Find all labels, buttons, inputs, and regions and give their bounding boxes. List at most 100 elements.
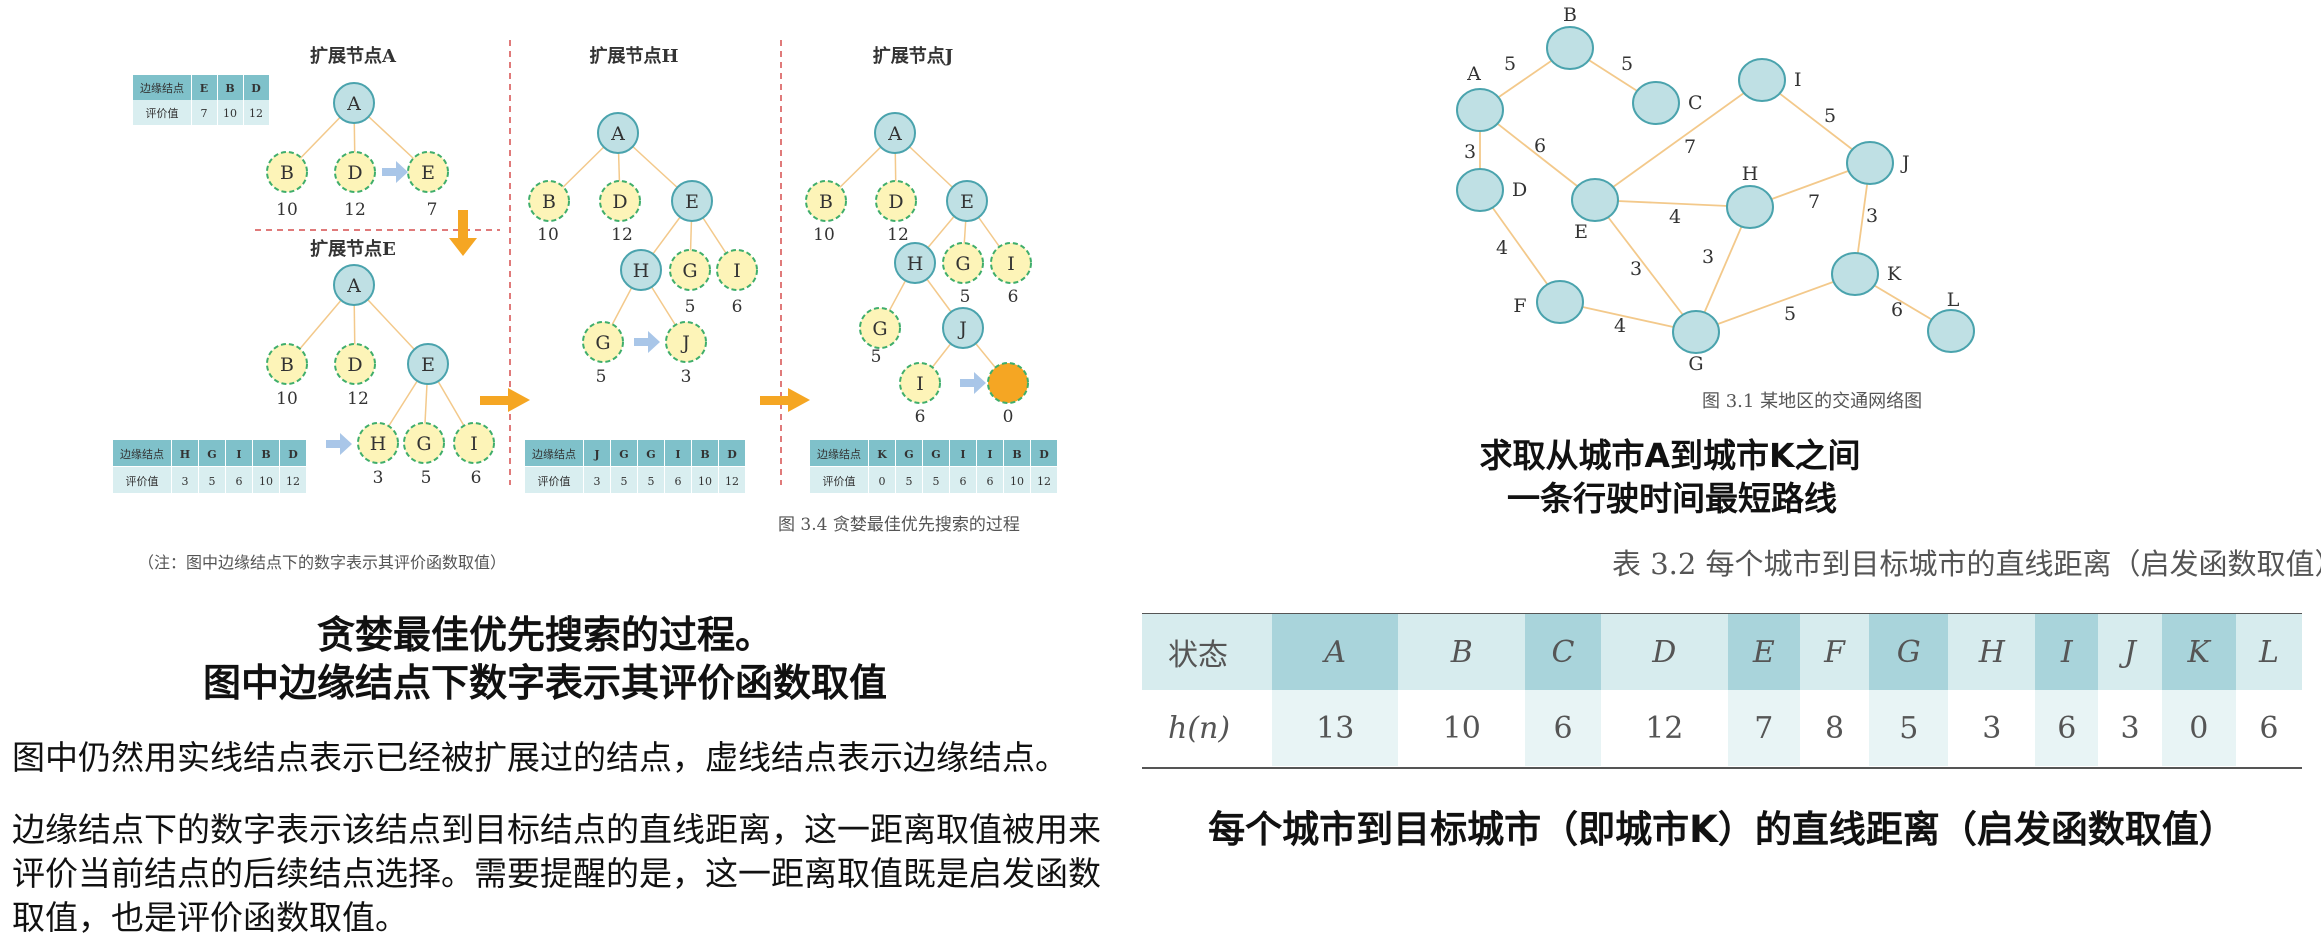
table-row-label: 评价值 [146,107,179,120]
svg-text:A: A [887,123,902,145]
fringe-node-label: J [593,448,599,461]
map-edge [1594,199,1751,208]
svg-text:B: B [280,354,294,376]
h-value-cell: 8 [1800,690,1870,766]
svg-text:0: 0 [1003,407,1014,427]
table-cell [869,467,895,493]
svg-text:12: 12 [347,389,369,409]
svg-text:E: E [960,191,974,213]
table-cell [950,440,976,466]
city-label: A [1466,63,1481,85]
svg-text:10: 10 [276,200,298,220]
city-header-cell: H [1948,614,2036,690]
svg-text:B: B [819,191,833,213]
tree-node: G5 [942,242,984,307]
table-row-label: 评价值 [823,475,856,488]
fringe-node-value: 5 [906,475,913,488]
city-label: F [1513,295,1526,317]
svg-text:D: D [347,162,362,184]
tree-node: E [946,180,988,222]
map-edge [1479,109,1596,201]
svg-text:7: 7 [201,107,208,120]
tree-node: D12 [875,180,917,245]
tree-node: A [333,264,375,306]
edge-weight: 3 [1702,246,1714,268]
fringe-node-label: K [877,448,887,461]
fringe-node-label: B [1012,448,1021,461]
fringe-node-value: 10 [698,475,712,488]
svg-text:A: A [346,275,361,297]
tree-node: G5 [669,249,711,317]
table-cell [923,467,949,493]
edge-weight: 4 [1669,206,1681,228]
svg-text:H: H [907,253,924,275]
table-header-label: 边缘结点 [140,82,184,95]
city-header-cell: K [2161,614,2236,690]
table-cell [638,467,664,493]
fringe-node-label: D [727,448,737,461]
city-header-cell: L [2235,614,2302,690]
svg-text:5: 5 [596,367,607,387]
svg-text:E: E [200,82,208,95]
table-cell [280,467,306,493]
svg-text:G: G [682,260,697,282]
table-cell [896,467,922,493]
fringe-node-label: B [700,448,709,461]
tree-node: I6 [990,242,1032,307]
question-line-1: 求取从城市A到城市K之间 [1479,436,1860,475]
fringe-node-value: 5 [648,475,655,488]
orange-down-arrow [449,210,477,256]
svg-text:A: A [346,93,361,115]
table-cell [719,440,745,466]
select-arrow [634,331,660,353]
edge-weight: 5 [1621,53,1633,75]
fringe-node-label: G [646,448,655,461]
tree-node: D12 [334,343,376,409]
stage-title-h: 扩展节点H [589,45,678,67]
svg-text:12: 12 [344,200,366,220]
svg-text:6: 6 [1008,287,1019,307]
edge-weight: 5 [1504,53,1516,75]
table-cell [172,467,198,493]
fringe-node-value: 3 [182,475,189,488]
table-cell [611,467,637,493]
tree-node: B10 [805,180,847,245]
tree-node: E7 [407,151,449,220]
table-cell [638,440,664,466]
table-cell [692,467,718,493]
h-value-cell: 0 [2161,690,2236,766]
city-node [1632,81,1680,125]
edge-weight: 4 [1614,315,1626,337]
fringe-node-value: 0 [879,475,886,488]
h-value-cell: 13 [1272,690,1399,766]
fringe-node-label: I [960,448,965,461]
city-header-cell: D [1601,614,1728,690]
tree-node: H3 [357,422,399,488]
city-label: G [1688,353,1703,375]
table-cell [1004,440,1030,466]
svg-text:J: J [680,332,690,354]
edge-weight: 3 [1630,258,1642,280]
svg-text:I: I [733,260,741,282]
city-node [1726,185,1774,229]
map-edge [1695,273,1856,333]
svg-text:6: 6 [732,297,743,317]
fringe-node-label: G [931,448,940,461]
svg-text:D: D [888,191,903,213]
svg-text:G: G [872,318,887,340]
city-node [1546,26,1594,70]
svg-text:B: B [542,191,556,213]
svg-text:10: 10 [223,107,237,120]
svg-text:D: D [251,82,261,95]
city-label: J [1900,152,1910,174]
table-cell [584,467,610,493]
fringe-node-value: 5 [209,475,216,488]
city-node [1927,309,1975,353]
svg-text:I: I [470,433,478,455]
svg-text:7: 7 [427,200,438,220]
city-header-cell: J [2098,614,2162,690]
edge-weight: 3 [1464,141,1476,163]
